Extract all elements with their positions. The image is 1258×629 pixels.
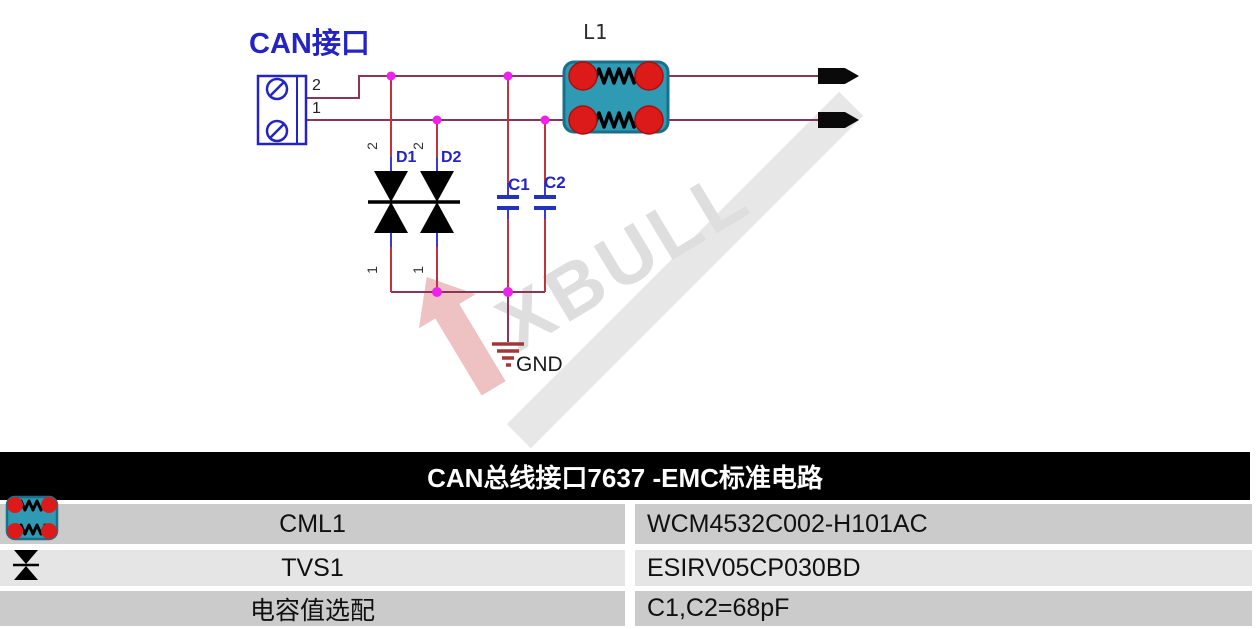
component-ref: CML1 (0, 504, 625, 544)
connector-pin2-label: 2 (312, 77, 321, 94)
circuit-schematic: XBULL (249, 20, 864, 449)
watermark-arrow-icon (397, 259, 524, 406)
table-title: CAN总线接口7637 -EMC标准电路 (0, 452, 1250, 500)
c1-ref-label: C1 (508, 175, 530, 194)
tvs-diode-d1 (368, 171, 414, 233)
table-row-tvs1: TVS1 ESIRV05CP030BD (0, 550, 1252, 586)
d1-ref-label: D1 (396, 149, 417, 166)
tvs-diode-d2 (414, 171, 460, 233)
d2-pin2-label: 2 (409, 142, 426, 150)
component-ref: 电容值选配 (0, 591, 625, 626)
column-divider (625, 550, 635, 586)
d2-pin1-label: 1 (409, 266, 426, 274)
gnd-label: GND (516, 353, 563, 376)
column-divider (625, 504, 635, 544)
component-table: CAN总线接口7637 -EMC标准电路 CML1 WCM4532C002-H1… (0, 452, 1258, 626)
connector-pin1-label: 1 (312, 100, 321, 117)
d1-pin1-label: 1 (363, 266, 380, 274)
watermark: XBULL (397, 114, 766, 407)
offpage-arrow-icons (818, 68, 859, 128)
component-part-number: ESIRV05CP030BD (635, 550, 1252, 586)
capacitor-c1 (497, 195, 519, 210)
schematic-title: CAN接口 (249, 28, 370, 60)
component-ref: TVS1 (0, 550, 625, 586)
common-mode-choke-icon (4, 493, 60, 548)
capacitor-c2 (534, 195, 556, 210)
table-row-cml1: CML1 WCM4532C002-H101AC (0, 504, 1252, 544)
junction-dots (386, 71, 550, 297)
column-divider (625, 591, 635, 626)
tvs-diode-icon (13, 548, 39, 587)
component-part-number: WCM4532C002-H101AC (635, 504, 1252, 544)
d1-pin2-label: 2 (363, 142, 380, 150)
table-row-capacitors: 电容值选配 C1,C2=68pF (0, 591, 1252, 626)
wires (306, 75, 818, 342)
component-part-number: C1,C2=68pF (635, 591, 1252, 626)
common-mode-choke (562, 60, 670, 135)
can-connector (256, 74, 308, 146)
c2-ref-label: C2 (544, 173, 566, 192)
choke-ref-label: L1 (583, 20, 608, 44)
pin-stubs (390, 157, 546, 247)
d2-ref-label: D2 (441, 149, 462, 166)
ground-icon (492, 342, 524, 367)
